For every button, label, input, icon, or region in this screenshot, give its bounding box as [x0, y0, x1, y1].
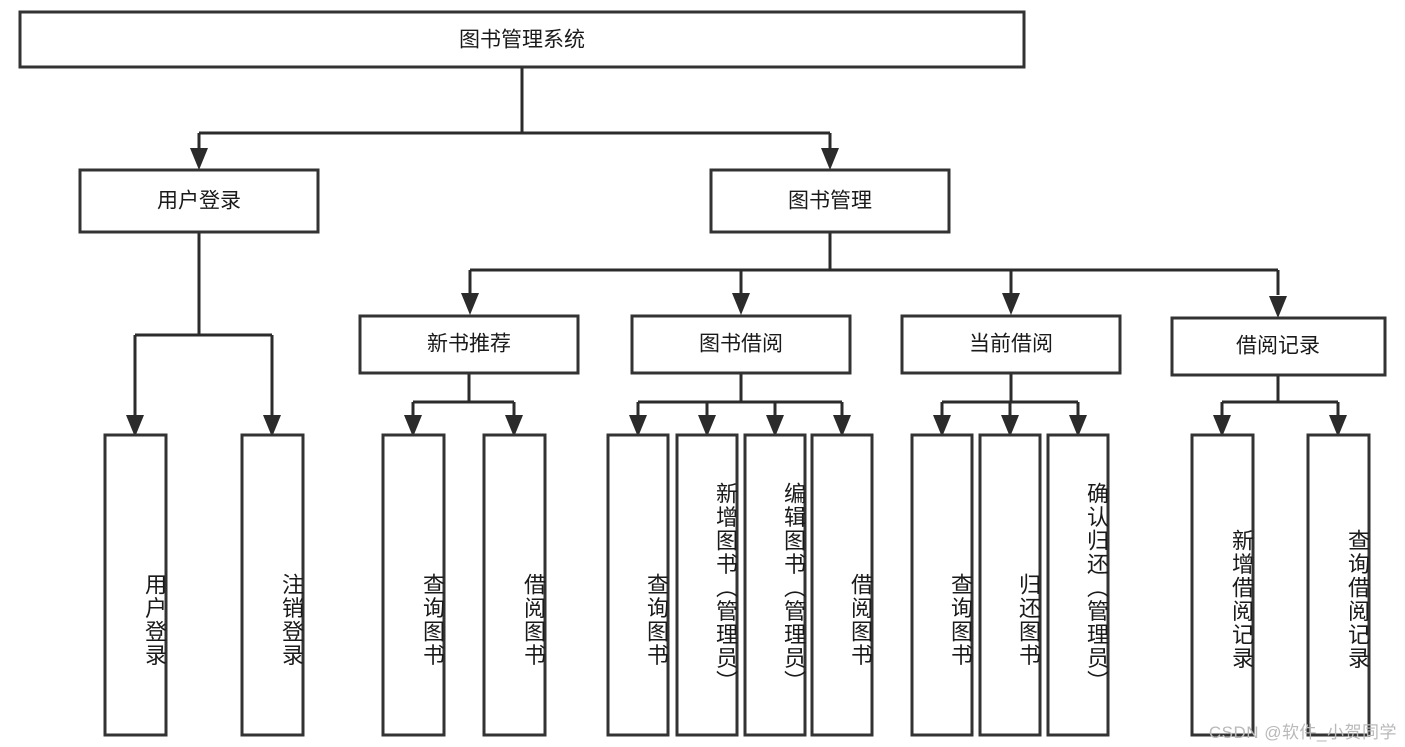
node-book-management-box[interactable] — [709, 168, 951, 234]
node-root-box[interactable] — [18, 10, 1026, 69]
leaf-box-recommend-2[interactable] — [482, 433, 547, 737]
node-current-borrow[interactable]: 当前借阅 — [900, 314, 1122, 375]
node-user-login-label: 用户登录 — [157, 190, 241, 213]
leaf-box-current-1[interactable] — [910, 433, 974, 737]
node-user-login[interactable]: 用户登录 — [78, 168, 320, 234]
node-borrow-records-label: 借阅记录 — [1236, 335, 1320, 358]
connector-layer — [133, 67, 1340, 415]
arrowhead-book-mgmt — [821, 148, 839, 170]
leaf-box-current-2[interactable] — [978, 433, 1042, 737]
node-borrow-records-box[interactable] — [1170, 316, 1387, 377]
node-root-label: 图书管理系统 — [459, 29, 585, 52]
leaf-box-borrow-3[interactable] — [743, 433, 807, 737]
leaf-box-records-2[interactable] — [1306, 433, 1371, 737]
arrowhead-user-login — [190, 148, 208, 170]
leaf-box-current-3[interactable] — [1046, 433, 1110, 737]
leaf-box-user-login-1[interactable] — [103, 433, 168, 737]
arrowhead-borrow — [732, 293, 750, 315]
csdn-watermark: CSDN @软件_小贺同学 — [1208, 723, 1397, 742]
node-new-book-recommend-label: 新书推荐 — [427, 333, 511, 356]
leaf-box-borrow-4[interactable] — [810, 433, 874, 737]
arrowhead-current — [1002, 293, 1020, 315]
node-book-borrow[interactable]: 图书借阅 — [630, 314, 852, 375]
arrowhead-records — [1269, 296, 1287, 318]
leaf-box-records-1[interactable] — [1190, 433, 1255, 737]
node-user-login-box[interactable] — [78, 168, 320, 234]
node-book-borrow-label: 图书借阅 — [699, 333, 783, 356]
node-new-book-recommend-box[interactable] — [358, 314, 580, 375]
node-book-management[interactable]: 图书管理 — [709, 168, 951, 234]
node-book-management-label: 图书管理 — [788, 190, 872, 213]
node-current-borrow-label: 当前借阅 — [969, 333, 1053, 356]
node-current-borrow-box[interactable] — [900, 314, 1122, 375]
arrowhead-recommend — [461, 293, 479, 315]
node-borrow-records[interactable]: 借阅记录 — [1170, 316, 1387, 377]
leaf-box-borrow-2[interactable] — [675, 433, 739, 737]
leaf-box-user-login-2[interactable] — [240, 433, 305, 737]
leaf-box-layer — [103, 433, 1371, 737]
leaf-box-borrow-1[interactable] — [606, 433, 670, 737]
node-new-book-recommend[interactable]: 新书推荐 — [358, 314, 580, 375]
node-root[interactable]: 图书管理系统 — [18, 10, 1026, 69]
leaf-box-recommend-1[interactable] — [381, 433, 446, 737]
node-book-borrow-box[interactable] — [630, 314, 852, 375]
